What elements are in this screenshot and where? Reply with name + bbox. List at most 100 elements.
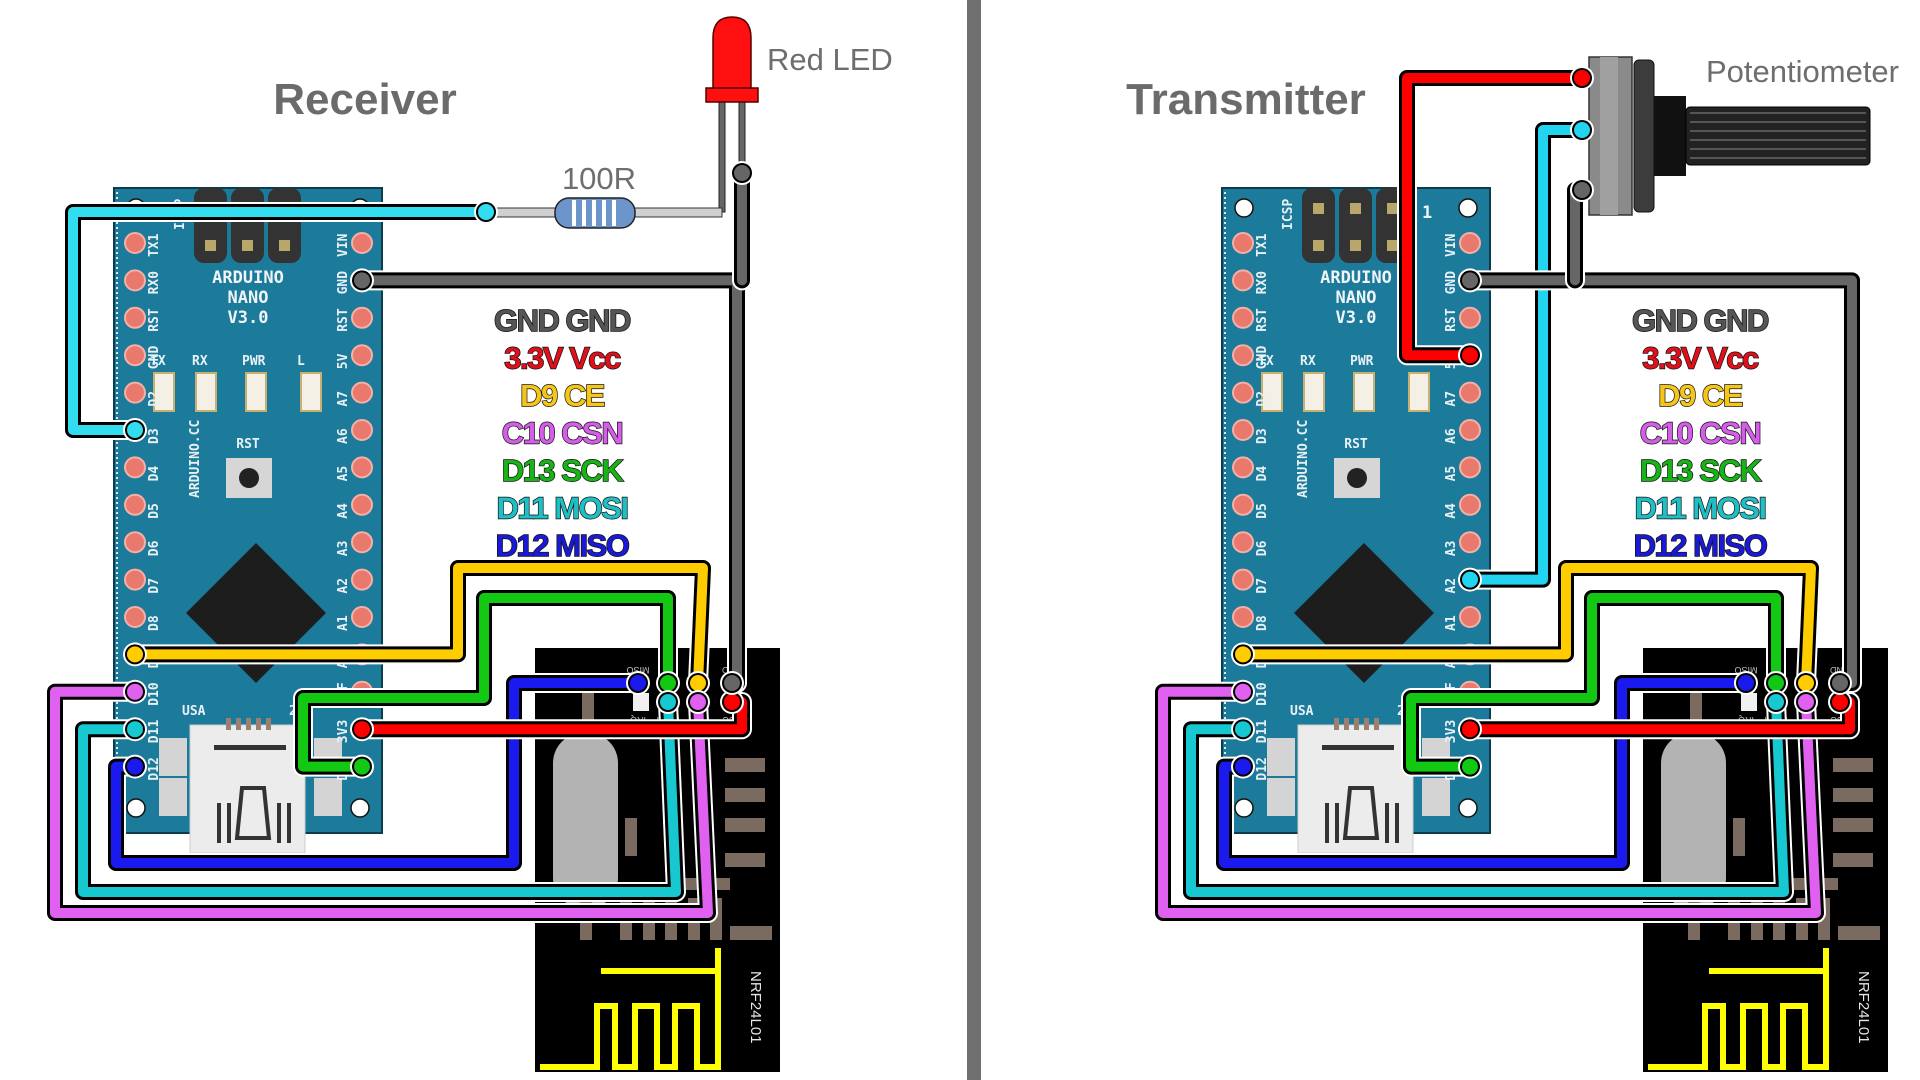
board-side-text: ARDUINO.CC <box>1296 420 1311 498</box>
pin-label-left: D10 <box>147 682 162 706</box>
wire-endpoint <box>1462 721 1478 738</box>
red-led <box>705 16 759 213</box>
wire-endpoint <box>1462 758 1478 775</box>
legend-item-miso: D12 MISO <box>496 528 629 563</box>
status-led <box>1408 372 1430 412</box>
wire-endpoint <box>354 272 370 289</box>
pin-header-left <box>1232 568 1254 591</box>
pin-header-right <box>351 381 373 404</box>
wire-sck-core <box>298 593 673 772</box>
pin-label-left: RX0 <box>1255 271 1270 295</box>
wire-endpoint <box>127 758 143 775</box>
pin-label-left: D2 <box>1255 391 1270 407</box>
pin-label-right: VIN <box>336 233 351 257</box>
icsp-header <box>268 188 301 263</box>
panel-divider <box>967 0 981 1080</box>
board-brand-text: V3.0 <box>1336 308 1377 328</box>
usb-pad <box>159 778 187 816</box>
smd-pad <box>1833 758 1873 772</box>
crystal <box>1661 733 1726 908</box>
module-pin-label-top: GND <box>1830 665 1851 675</box>
pin-header-left <box>1232 606 1254 628</box>
mounting-hole <box>1458 198 1478 218</box>
smd-pad <box>1833 818 1873 832</box>
module-pin-label-top: MISO <box>1734 665 1757 675</box>
legend-item-gnd: GND GND <box>1632 303 1769 338</box>
status-led-label: L <box>297 354 305 369</box>
led-lead-anode <box>738 99 746 171</box>
pin-label-right: GND <box>1444 271 1459 295</box>
board-brand-text: ARDUINO <box>1320 268 1392 288</box>
pin-header-left <box>1232 493 1254 516</box>
wire-endpoint <box>1768 675 1784 691</box>
usb-contact <box>1344 718 1349 730</box>
usb-prong <box>1385 803 1389 843</box>
board-brand-text: NANO <box>1336 288 1377 308</box>
resistor-100r <box>489 197 723 229</box>
pin-label-right: A2 <box>336 578 351 594</box>
wire-pot-signal <box>1460 120 1592 590</box>
wire-led-signal <box>63 202 496 440</box>
pin-label-left: D3 <box>147 428 162 444</box>
usb-pad <box>159 738 187 776</box>
mounting-hole <box>126 798 146 818</box>
wire-mosi <box>1181 692 1794 902</box>
board-brand-text: V3.0 <box>228 308 269 328</box>
pin-label-right: VIN <box>1444 233 1459 257</box>
wire-endpoint <box>1832 694 1848 710</box>
board-brand-text: ARDUINO <box>212 268 284 288</box>
usb-contact <box>1354 718 1359 730</box>
pin-label-left: D6 <box>147 540 162 556</box>
status-led-label: TX <box>150 354 166 369</box>
status-led <box>1353 372 1375 412</box>
wire-endpoint <box>1574 182 1590 198</box>
pin-header-left <box>1232 344 1254 367</box>
mounting-hole <box>350 798 370 818</box>
pin-label-left: D3 <box>1255 428 1270 444</box>
status-led <box>153 372 175 412</box>
legend-item-ce: D9 CE <box>1658 378 1743 413</box>
icsp-pin <box>1350 203 1361 214</box>
resistor-band <box>582 200 586 226</box>
wire-endpoint <box>660 694 676 710</box>
potentiometer <box>1588 56 1871 216</box>
icsp-pin <box>205 240 216 251</box>
pin-label-right: A4 <box>1444 503 1459 519</box>
pin-label-left: D7 <box>1255 578 1270 594</box>
smd-part <box>625 818 637 856</box>
pin-header-left <box>1232 456 1254 479</box>
wire-miso-core <box>1219 678 1751 868</box>
legend-item-csn: C10 CSN <box>502 416 623 451</box>
resistor-band <box>592 200 596 226</box>
reset-label: RST <box>236 437 260 452</box>
usb-contact <box>1374 718 1379 730</box>
smd-pad <box>725 818 765 832</box>
wire-endpoint <box>1462 571 1478 588</box>
pin-label-right: A6 <box>336 428 351 444</box>
pin-header-right <box>351 306 373 329</box>
pin-label-left: TX1 <box>1255 233 1270 257</box>
pin-label-right: A7 <box>336 391 351 407</box>
transmitter-title: Transmitter <box>1126 75 1366 124</box>
pot-thread <box>1654 96 1686 176</box>
pin-header-left <box>124 232 146 254</box>
pin-header-right <box>1459 456 1481 479</box>
wire-endpoint <box>1235 758 1251 775</box>
wire-endpoint <box>1574 122 1590 138</box>
wire-endpoint <box>1235 721 1251 738</box>
icsp-label: ICSP <box>1281 199 1296 230</box>
pin-header-right <box>351 568 373 591</box>
led-body <box>712 16 752 91</box>
wire-endpoint <box>1798 675 1814 691</box>
usb-shell <box>1342 786 1380 840</box>
wire-led-signal-core <box>68 207 491 435</box>
pin-label-left: GND <box>147 346 162 370</box>
usb-slot <box>214 745 286 750</box>
wire-csn <box>45 681 718 923</box>
usb-prong <box>227 803 231 843</box>
pin-header-right <box>351 456 373 479</box>
receiver-title: Receiver <box>273 75 456 124</box>
pin-label-right: RST <box>1444 308 1459 332</box>
usb-text: USA <box>182 704 206 719</box>
